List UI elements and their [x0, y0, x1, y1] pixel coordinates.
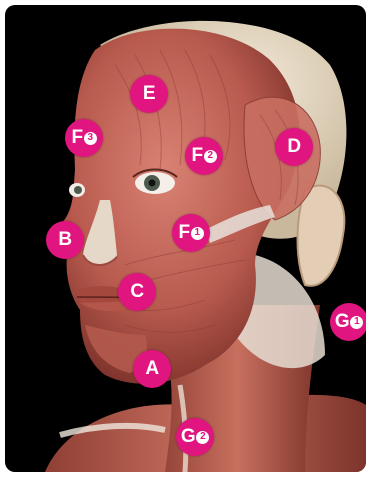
marker-d[interactable]: D — [275, 128, 313, 166]
marker-g2-number: 2 — [196, 431, 209, 444]
marker-c[interactable]: C — [118, 273, 156, 311]
marker-f1-number: 1 — [191, 227, 204, 240]
marker-b[interactable]: B — [46, 221, 84, 259]
marker-g1-number: 1 — [350, 316, 363, 329]
ear — [298, 186, 345, 286]
marker-f3-number: 3 — [84, 132, 97, 145]
marker-e[interactable]: E — [130, 75, 168, 113]
marker-f2-number: 2 — [204, 150, 217, 163]
marker-a[interactable]: A — [133, 350, 171, 388]
